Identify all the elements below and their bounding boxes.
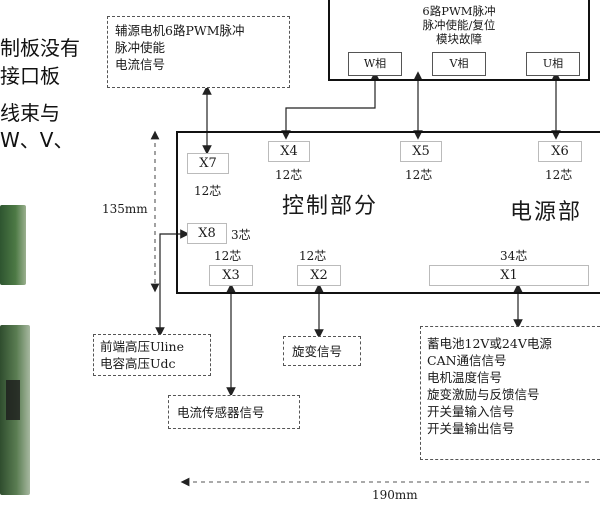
connector-x2: X2 xyxy=(297,265,341,286)
resolver-box: 旋变信号 xyxy=(283,336,361,366)
aux-line-2: 脉冲使能 xyxy=(115,40,166,55)
power-line-3: 电机温度信号 xyxy=(427,370,503,385)
power-line-2: CAN通信信号 xyxy=(427,353,507,368)
hv-line-1: 前端高压Uline xyxy=(100,339,184,354)
pcb-chip xyxy=(6,380,20,420)
side-text-line-4: W、V、 xyxy=(0,128,74,152)
x4-cores: 12芯 xyxy=(275,168,303,182)
power-line-4: 旋变激励与反馈信号 xyxy=(427,387,540,402)
phase-w: W相 xyxy=(348,52,402,76)
power-signals-box: 蓄电池12V或24V电源 CAN通信信号 电机温度信号 旋变激励与反馈信号 开关… xyxy=(420,326,600,460)
aux-line-1: 辅源电机6路PWM脉冲 xyxy=(115,23,245,38)
x3-cores: 12芯 xyxy=(214,249,242,263)
x7-cores: 12芯 xyxy=(194,184,222,198)
resolver-label: 旋变信号 xyxy=(292,344,343,359)
control-section-label: 控制部分 xyxy=(282,194,379,219)
x5-cores: 12芯 xyxy=(405,168,433,182)
connector-x6: X6 xyxy=(538,141,582,162)
x1-cores: 34芯 xyxy=(500,249,528,263)
x6-cores: 12芯 xyxy=(545,168,573,182)
x2-cores: 12芯 xyxy=(299,249,327,263)
module-line-1: 6路PWM脉冲 xyxy=(422,4,496,18)
power-line-5: 开关量输入信号 xyxy=(427,404,515,419)
hv-box: 前端高压Uline 电容高压Udc xyxy=(93,334,211,376)
aux-power-box: 辅源电机6路PWM脉冲 脉冲使能 电流信号 xyxy=(107,16,290,88)
pcb-photo-fragment-1 xyxy=(0,205,26,285)
phase-v: V相 xyxy=(432,52,486,76)
controller-box xyxy=(176,131,600,294)
height-dimension: 135mm xyxy=(102,202,148,216)
connector-x5: X5 xyxy=(400,141,442,162)
connector-x8: X8 xyxy=(187,223,227,244)
side-text-line-2: 接口板 xyxy=(0,64,60,88)
drive-module-box: 6路PWM脉冲 脉冲使能/复位 模块故障 W相 V相 U相 xyxy=(328,0,590,81)
side-text-line-1: 制板没有 xyxy=(0,36,80,60)
x8-cores: 3芯 xyxy=(231,228,251,242)
connector-x4: X4 xyxy=(268,141,310,162)
current-sensor-label: 电流传感器信号 xyxy=(177,405,265,420)
width-dimension: 190mm xyxy=(372,488,418,502)
module-line-3: 模块故障 xyxy=(436,32,482,46)
module-line-2: 脉冲使能/复位 xyxy=(422,18,496,32)
connector-x3: X3 xyxy=(209,265,253,286)
hv-line-2: 电容高压Udc xyxy=(100,356,176,371)
current-sensor-box: 电流传感器信号 xyxy=(168,395,300,429)
phase-u: U相 xyxy=(526,52,580,76)
connector-x1: X1 xyxy=(429,265,589,286)
power-section-label: 电源部 xyxy=(510,200,583,225)
power-line-1: 蓄电池12V或24V电源 xyxy=(427,336,552,351)
power-line-6: 开关量输出信号 xyxy=(427,421,515,436)
side-text-line-3: 线束与 xyxy=(0,101,60,125)
connector-x7: X7 xyxy=(187,153,229,174)
aux-line-3: 电流信号 xyxy=(115,57,166,72)
